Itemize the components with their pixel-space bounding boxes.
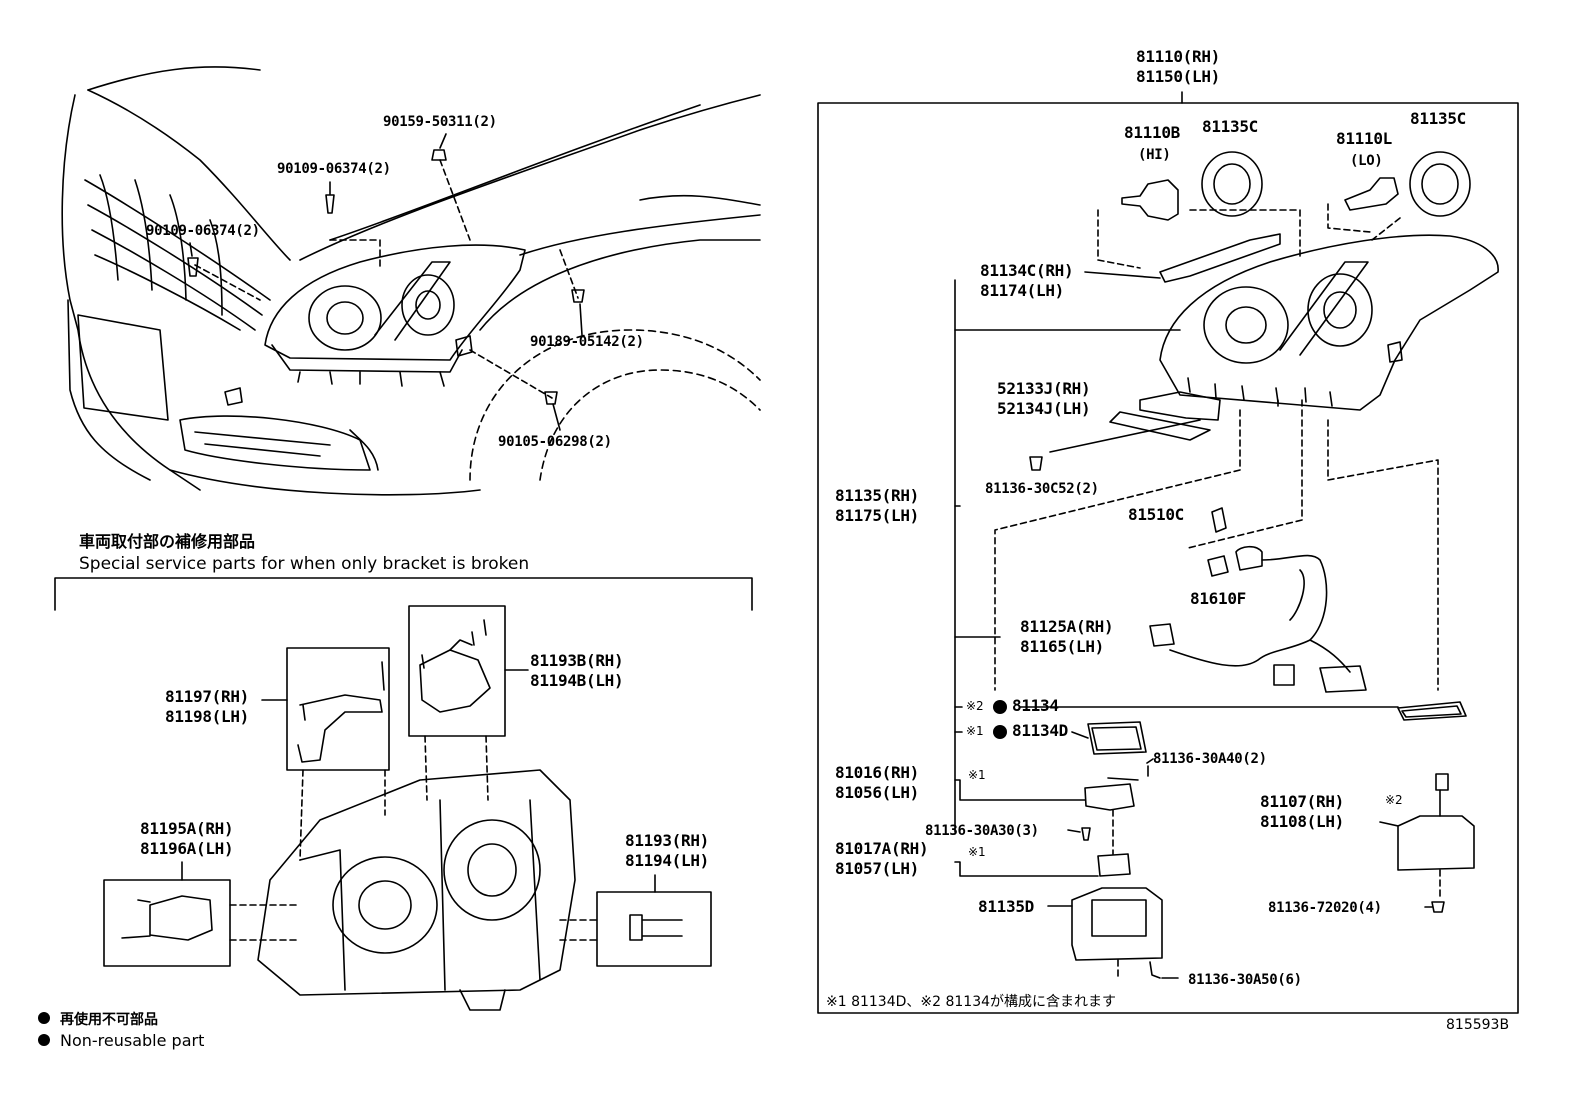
part-90109-06374-b[interactable]: 90109-06374(2) (146, 223, 260, 239)
part-52133j-rh[interactable]: 52133J(RH) (997, 379, 1091, 398)
part-81136-72020[interactable]: 81136-72020(4) (1268, 900, 1382, 916)
part-90159-50311[interactable]: 90159-50311(2) (383, 114, 497, 130)
part-81136-30a50[interactable]: 81136-30A50(6) (1188, 972, 1302, 988)
part-81134c-rh[interactable]: 81134C(RH) (980, 261, 1074, 280)
part-81135-rh[interactable]: 81135(RH) (835, 486, 919, 505)
exploded-view (817, 91, 1519, 1014)
diagram-reference-code: 815593B (1446, 1017, 1510, 1033)
part-81510c[interactable]: 81510C (1128, 505, 1184, 524)
part-81108-lh[interactable]: 81108(LH) (1260, 812, 1344, 831)
special-service-section (54, 577, 753, 1011)
part-81196a-lh[interactable]: 81196A(LH) (140, 839, 234, 858)
non-reusable-dot-81134d (993, 725, 1007, 739)
part-81135c-lo[interactable]: 81135C (1410, 109, 1466, 128)
part-81193b-rh[interactable]: 81193B(RH) (530, 651, 624, 670)
configuration-footnote: ※1 81134D、※2 81134が構成に含まれます (826, 994, 1117, 1010)
part-90105-06298[interactable]: 90105-06298(2) (498, 434, 612, 450)
legend-dot-en (38, 1034, 50, 1046)
part-81110b-note: (HI) (1138, 147, 1171, 163)
part-81175-lh[interactable]: 81175(LH) (835, 506, 919, 525)
part-81107-rh[interactable]: 81107(RH) (1260, 792, 1344, 811)
mark-81016: ※1 (968, 768, 986, 782)
part-81125a-rh[interactable]: 81125A(RH) (1020, 617, 1114, 636)
part-81016-rh[interactable]: 81016(RH) (835, 763, 919, 782)
part-81134d[interactable]: 81134D (1012, 721, 1068, 740)
part-52134j-lh[interactable]: 52134J(LH) (997, 399, 1091, 418)
part-81197-rh[interactable]: 81197(RH) (165, 687, 249, 706)
part-81194-lh[interactable]: 81194(LH) (625, 851, 709, 870)
mark-81017a: ※1 (968, 845, 986, 859)
part-81135c-hi[interactable]: 81135C (1202, 117, 1258, 136)
assembly-part-rh[interactable]: 81110(RH) (1136, 47, 1220, 66)
part-81193-rh[interactable]: 81193(RH) (625, 831, 709, 850)
part-81174-lh[interactable]: 81174(LH) (980, 281, 1064, 300)
part-81134[interactable]: 81134 (1012, 696, 1059, 715)
part-81056-lh[interactable]: 81056(LH) (835, 783, 919, 802)
part-81135d[interactable]: 81135D (978, 897, 1034, 916)
part-81610f[interactable]: 81610F (1190, 589, 1246, 608)
part-81194b-lh[interactable]: 81194B(LH) (530, 671, 624, 690)
legend-non-reusable-en: Non-reusable part (60, 1031, 205, 1050)
assembly-part-lh[interactable]: 81150(LH) (1136, 67, 1220, 86)
part-81110l[interactable]: 81110L (1336, 129, 1392, 148)
part-81165-lh[interactable]: 81165(LH) (1020, 637, 1104, 656)
part-81195a-rh[interactable]: 81195A(RH) (140, 819, 234, 838)
legend-dot-jp (38, 1012, 50, 1024)
part-81110b[interactable]: 81110B (1124, 123, 1180, 142)
part-81057-lh[interactable]: 81057(LH) (835, 859, 919, 878)
special-parts-title-en: Special service parts for when only brac… (79, 554, 530, 574)
part-90189-05142[interactable]: 90189-05142(2) (530, 334, 644, 350)
non-reusable-dot-81134 (993, 700, 1007, 714)
part-81136-30a30[interactable]: 81136-30A30(3) (925, 823, 1039, 839)
part-90109-06374-a[interactable]: 90109-06374(2) (277, 161, 391, 177)
part-81110l-note: (LO) (1350, 153, 1383, 169)
legend-non-reusable-jp: 再使用不可部品 (60, 1012, 158, 1028)
car-front-illustration (61, 66, 761, 496)
mark-81107: ※2 (1385, 793, 1403, 807)
part-81136-30c52[interactable]: 81136-30C52(2) (985, 481, 1099, 497)
special-parts-title-jp: 車両取付部の補修用部品 (79, 532, 256, 551)
part-81198-lh[interactable]: 81198(LH) (165, 707, 249, 726)
part-81136-30a40[interactable]: 81136-30A40(2) (1153, 751, 1267, 767)
part-81017a-rh[interactable]: 81017A(RH) (835, 839, 929, 858)
mark-81134: ※2 (966, 699, 984, 713)
mark-81134d: ※1 (966, 724, 984, 738)
